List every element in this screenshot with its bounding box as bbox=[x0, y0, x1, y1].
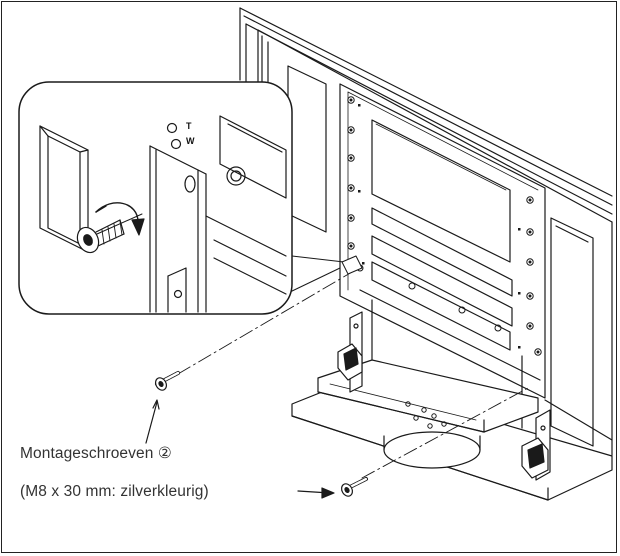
callout-arrows bbox=[145, 399, 335, 499]
screw-lower bbox=[340, 477, 368, 497]
stand-base bbox=[291, 359, 613, 501]
callout-label-line2: (M8 x 30 mm: zilverkleurig) bbox=[20, 483, 209, 500]
left-hinge bbox=[337, 311, 363, 393]
inset-mark-w: W bbox=[186, 136, 195, 146]
detail-inset bbox=[18, 81, 293, 315]
callout-label-line1: Montageschroeven ② bbox=[20, 445, 172, 462]
right-hinge bbox=[521, 409, 551, 481]
bracket-plate bbox=[339, 83, 546, 429]
inset-mark-t: T bbox=[186, 121, 192, 131]
zoom-connector bbox=[289, 255, 363, 293]
guide-lines bbox=[177, 271, 529, 479]
screw-upper-left bbox=[154, 371, 180, 391]
